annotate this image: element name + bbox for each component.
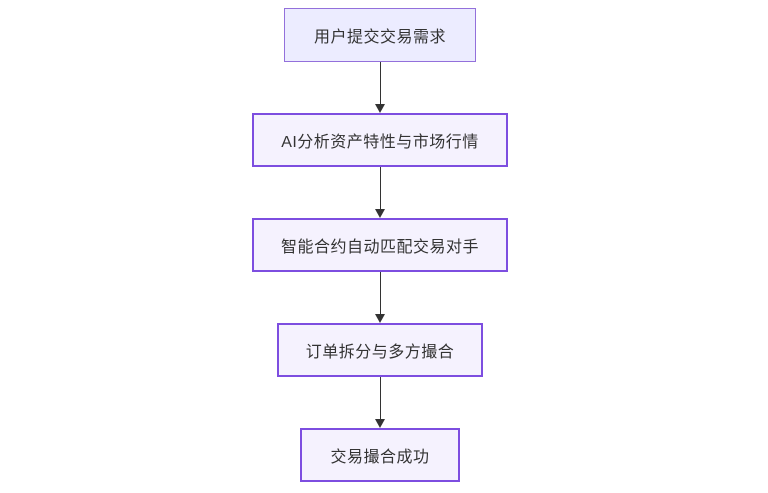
arrow-line — [379, 167, 381, 209]
flow-node-label: 用户提交交易需求 — [313, 29, 446, 46]
flow-node-label: 交易撮合成功 — [330, 449, 430, 466]
flow-edge-1 — [375, 62, 385, 113]
arrow-line — [379, 62, 381, 104]
arrowhead-down-icon — [375, 209, 385, 218]
flow-node-order-splitting: 订单拆分与多方撮合 — [277, 323, 483, 377]
arrowhead-down-icon — [375, 314, 385, 323]
flow-node-label: 智能合约自动匹配交易对手 — [280, 239, 479, 256]
flow-node-user-submit-request: 用户提交交易需求 — [284, 8, 476, 62]
arrow-line — [379, 272, 381, 314]
arrowhead-down-icon — [375, 104, 385, 113]
flow-edge-3 — [375, 272, 385, 323]
flow-node-smart-contract-matching: 智能合约自动匹配交易对手 — [252, 218, 508, 272]
flowchart: 用户提交交易需求 AI分析资产特性与市场行情 智能合约自动匹配交易对手 订单拆分… — [252, 8, 508, 482]
flow-node-label: 订单拆分与多方撮合 — [305, 344, 455, 361]
flow-node-match-success: 交易撮合成功 — [300, 428, 460, 482]
flow-edge-2 — [375, 167, 385, 218]
flow-node-ai-analysis: AI分析资产特性与市场行情 — [252, 113, 508, 167]
arrowhead-down-icon — [375, 419, 385, 428]
flow-edge-4 — [375, 377, 385, 428]
arrow-line — [379, 377, 381, 419]
flow-node-label: AI分析资产特性与市场行情 — [281, 134, 479, 151]
